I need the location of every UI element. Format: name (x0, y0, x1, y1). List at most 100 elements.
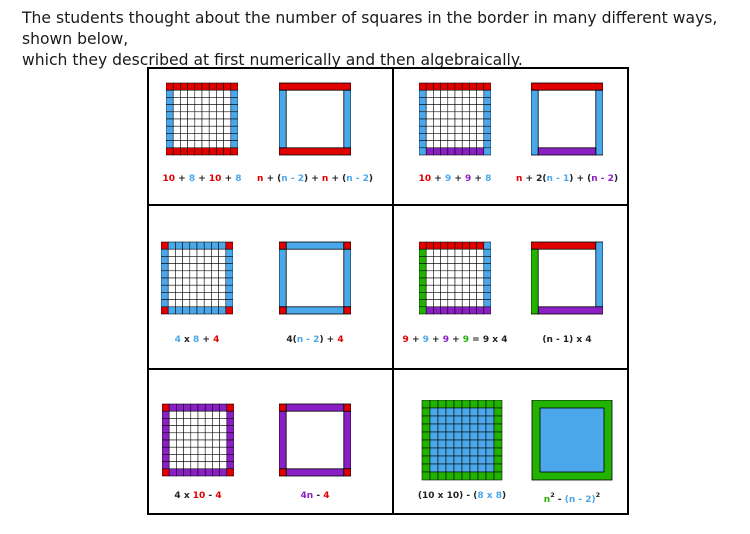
square-tile (196, 306, 205, 315)
square-tile (425, 263, 434, 272)
square-tile (476, 284, 485, 293)
caption-segment: + 2( (522, 174, 547, 184)
square-tile (469, 463, 479, 473)
square-tile (196, 248, 205, 257)
square-tile (469, 439, 479, 449)
square-tile (212, 403, 220, 412)
square-tile (454, 270, 463, 279)
square-tile (493, 463, 503, 473)
square-tile (196, 256, 205, 264)
square-tile (493, 415, 503, 425)
square-tile (219, 468, 228, 477)
square-tile (469, 447, 479, 457)
square-tile (445, 407, 455, 417)
square-tile (211, 306, 219, 315)
square-tile (194, 97, 203, 105)
square-tile (279, 468, 287, 477)
caption-segment: n (256, 174, 264, 184)
square-tile (203, 241, 212, 250)
square-tile (477, 407, 487, 417)
square-tile (189, 256, 198, 264)
square-tile (425, 118, 434, 127)
square-tile (182, 263, 191, 272)
square-tile (476, 125, 485, 134)
square-tile (461, 292, 470, 300)
square-tile (485, 463, 495, 473)
square-tile (433, 241, 441, 250)
caption-segment: + (221, 174, 236, 184)
square-tile (279, 82, 351, 91)
square-tile (219, 403, 228, 412)
square-tile (204, 468, 213, 477)
square-tile (421, 431, 431, 441)
square-tile (483, 111, 491, 120)
square-tile (223, 104, 232, 113)
square-tile (454, 147, 463, 156)
square-tile (223, 89, 232, 98)
square-tile (208, 89, 217, 98)
square-tile (182, 248, 191, 257)
square-tile (461, 455, 471, 465)
square-tile (454, 82, 463, 91)
square-tile (180, 111, 188, 120)
square-tile (476, 241, 485, 250)
square-tile (454, 284, 463, 293)
square-tile (211, 256, 219, 264)
square-tile (203, 248, 212, 257)
square-tile (176, 410, 184, 419)
square-tile (483, 241, 491, 250)
caption-segment: 4 (337, 335, 344, 345)
square-tile (167, 284, 176, 293)
square-tile (279, 306, 287, 315)
cell-4: 9 + 9 + 9 + 9 = 9 x 4 (n - 1) x 4 (394, 206, 629, 368)
square-tile (196, 299, 205, 308)
square-tile (183, 454, 192, 462)
caption-segment: 9 (402, 335, 409, 345)
square-tile (175, 284, 183, 293)
square-tile (230, 140, 238, 149)
square-tile (230, 82, 238, 91)
caption-segment: 4 (174, 335, 181, 345)
square-tile (196, 284, 205, 293)
square-tile (189, 306, 198, 315)
square-tile (537, 306, 603, 315)
square-tile (440, 89, 449, 98)
square-tile (419, 118, 427, 127)
square-tile (425, 299, 434, 308)
square-tile (187, 118, 196, 127)
square-tile (197, 461, 206, 470)
square-tile (197, 410, 206, 419)
square-tile (461, 118, 470, 127)
square-tile (343, 468, 351, 477)
square-tile (437, 471, 447, 481)
square-tile (182, 270, 191, 279)
square-tile (440, 292, 449, 300)
square-tile (201, 140, 210, 149)
cell-1: 10 + 8 + 10 + 8 n + (n - 2) + n + (n - 2… (149, 69, 392, 204)
square-tile (433, 292, 441, 300)
square-tile (469, 89, 477, 98)
square-tile (433, 104, 441, 113)
square-tile (483, 248, 491, 257)
square-tile (211, 270, 219, 279)
square-tile (476, 82, 485, 91)
caption-segment: (10 x 10) (417, 491, 464, 501)
square-tile (216, 125, 224, 134)
square-tile (161, 270, 169, 279)
square-tile (440, 241, 449, 250)
square-tile (493, 439, 503, 449)
square-tile (461, 82, 470, 91)
square-tile (204, 403, 213, 412)
cell-3: 4 x 8 + 4 4(n - 2) + 4 (149, 206, 392, 368)
caption-segment: (n - 1) x 4 (542, 335, 592, 345)
cell-1-grid-figure (166, 82, 238, 156)
square-tile (166, 140, 174, 149)
cell-4-numeric-caption: 9 + 9 + 9 + 9 = 9 x 4 (395, 335, 515, 345)
square-tile (197, 425, 206, 434)
square-tile (343, 248, 351, 308)
square-tile (189, 284, 198, 293)
square-tile (421, 447, 431, 457)
square-tile (469, 118, 477, 127)
caption-segment: + (175, 174, 189, 184)
square-tile (203, 306, 212, 315)
